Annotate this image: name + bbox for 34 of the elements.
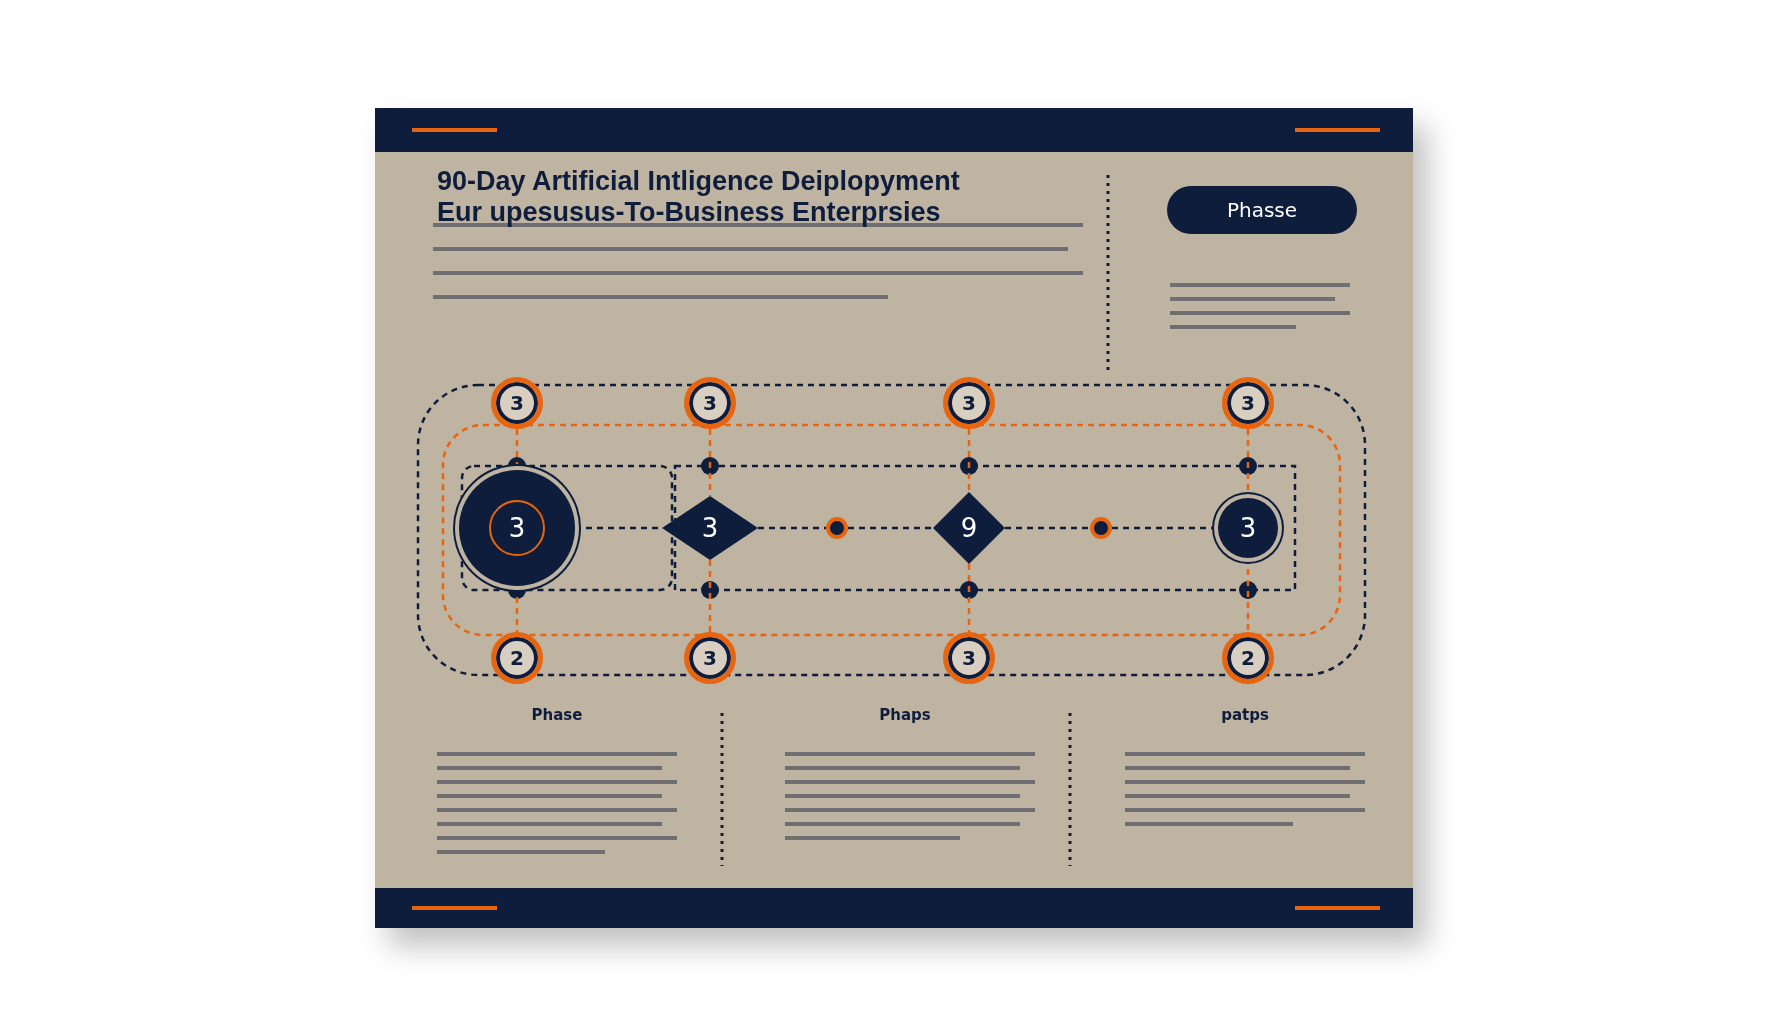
numbered-circle bbox=[684, 377, 736, 429]
node-number: 3 bbox=[508, 513, 526, 543]
node-number: 3 bbox=[701, 513, 719, 543]
column-heading: Phaps bbox=[878, 706, 932, 724]
connector-dot bbox=[826, 517, 848, 539]
node-number: 9 bbox=[960, 513, 978, 543]
numbered-circle bbox=[943, 377, 995, 429]
phase-badge: Phasse bbox=[1167, 186, 1357, 234]
connector-line bbox=[708, 560, 712, 632]
node-number: 3 bbox=[703, 646, 717, 670]
numbered-circle bbox=[491, 632, 543, 684]
node-number: 3 bbox=[962, 646, 976, 670]
numbered-circle bbox=[491, 377, 543, 429]
node-number: 3 bbox=[1239, 513, 1257, 543]
node-number: 3 bbox=[962, 391, 976, 415]
title: 90-Day Artificial Intligence Deiplopyment Eur upesusus-To-Business Enterprsies bbox=[437, 166, 961, 228]
numbered-circle bbox=[943, 632, 995, 684]
node-number: 3 bbox=[703, 391, 717, 415]
connector-line bbox=[758, 526, 826, 530]
decision-diamond bbox=[662, 496, 758, 560]
numbered-circle bbox=[684, 632, 736, 684]
column-heading: patps bbox=[1220, 706, 1270, 724]
connector-dot bbox=[1090, 517, 1112, 539]
column-heading: Phase bbox=[530, 706, 584, 724]
numbered-circle bbox=[1222, 632, 1274, 684]
connector-line bbox=[1005, 526, 1090, 530]
connector-line bbox=[848, 526, 933, 530]
connector-line bbox=[967, 429, 971, 492]
decision-diamond bbox=[933, 492, 1005, 564]
numbered-circle bbox=[1222, 377, 1274, 429]
node-number: 3 bbox=[1241, 391, 1255, 415]
node-number: 2 bbox=[510, 646, 524, 670]
node-number: 2 bbox=[1241, 646, 1255, 670]
node-number: 3 bbox=[510, 391, 524, 415]
